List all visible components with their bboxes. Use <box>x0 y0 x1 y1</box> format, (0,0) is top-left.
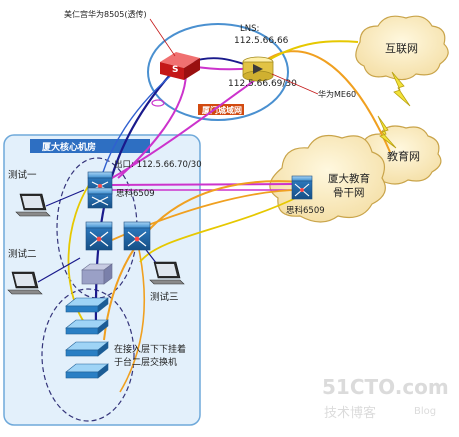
lns-ip-bottom: 112.5.66.69/30 <box>228 79 297 89</box>
access-switch-group-oval <box>41 288 135 422</box>
internet-label: 互联网 <box>385 42 418 55</box>
access-note-line1: 在接入层下下挂着 <box>114 343 186 355</box>
test2-label: 测试二 <box>8 248 37 260</box>
me60-pointer <box>271 73 319 95</box>
distribution-switch-icon <box>81 263 113 285</box>
multilayer-switch-icon <box>85 221 113 251</box>
laptop-icon <box>149 261 185 285</box>
lightning-icon-internet <box>391 71 411 107</box>
workgroup-switch-icon <box>65 319 109 335</box>
watermark-sub: 技术博客 <box>324 405 376 421</box>
watermark: 51CTO.com 技术博客 Blog <box>322 375 449 421</box>
education-label: 教育网 <box>387 149 420 163</box>
blue-link-8505-to-core <box>101 71 176 176</box>
core-room-title: 厦大核心机房 <box>42 141 96 153</box>
xmu-backbone-label-1: 厦大教育 <box>328 172 370 185</box>
laptop-icon <box>7 271 43 295</box>
watermark-blog: Blog <box>414 406 436 417</box>
xiamen-metro-label: 厦门城域网 <box>202 105 242 115</box>
workgroup-switch-icon <box>65 297 109 313</box>
orange-link-backbone-to-access <box>103 180 301 341</box>
multilayer-switch-icon <box>123 221 151 251</box>
orange-link-me60-to-education <box>257 50 391 153</box>
lns-ip-top: 112.5.66.66 <box>234 36 289 46</box>
laptop-icon <box>15 193 51 217</box>
xiamen-metro-network: 厦门城域网 <box>147 23 289 121</box>
access-note-line2: 于台二层交换机 <box>114 356 177 368</box>
huawei-8505-label: 美仁宫华为8505(透传) <box>64 9 147 19</box>
cisco-core-label: 思科6509 <box>116 188 155 199</box>
workgroup-switch-icon <box>65 341 109 357</box>
watermark-main: 51CTO.com <box>322 375 449 399</box>
test1-label: 测试一 <box>8 169 37 181</box>
xmu-backbone-label-2: 骨干网 <box>333 187 365 199</box>
yellow-link-me60-internet <box>261 40 359 65</box>
cisco-backbone-label: 思科6509 <box>286 205 325 216</box>
yellow-link-left-loop <box>67 174 97 333</box>
red-router-icon: S <box>160 52 200 80</box>
huawei-8505-pointer <box>149 18 176 57</box>
multilayer-switch-icon <box>87 187 113 209</box>
purple-link-me60-to-cisco-core <box>111 79 256 179</box>
yellow-router-icon <box>242 56 274 82</box>
orange-link-test3 <box>119 244 145 393</box>
internet-cloud: 互联网 <box>355 15 449 81</box>
svg-text:S: S <box>172 65 178 75</box>
purple-link-core-to-backbone <box>111 183 297 186</box>
lightning-icon-education <box>377 115 397 149</box>
navy-link-core-to-test1 <box>45 189 85 207</box>
navy-link-core-to-test2 <box>37 257 81 283</box>
exit-ip-label: 出口: 112.5.66.70/30 <box>114 159 202 170</box>
huawei-me60-label: 华为ME60 <box>318 89 356 99</box>
workgroup-switch-icon <box>65 363 109 379</box>
link-connector-icon <box>151 99 165 107</box>
multilayer-switch-icon <box>291 175 313 200</box>
xmu-backbone-cloud: 厦大教育 骨干网 <box>269 135 386 223</box>
test3-label: 测试三 <box>150 291 179 303</box>
lns-label: LNS: <box>240 24 259 34</box>
